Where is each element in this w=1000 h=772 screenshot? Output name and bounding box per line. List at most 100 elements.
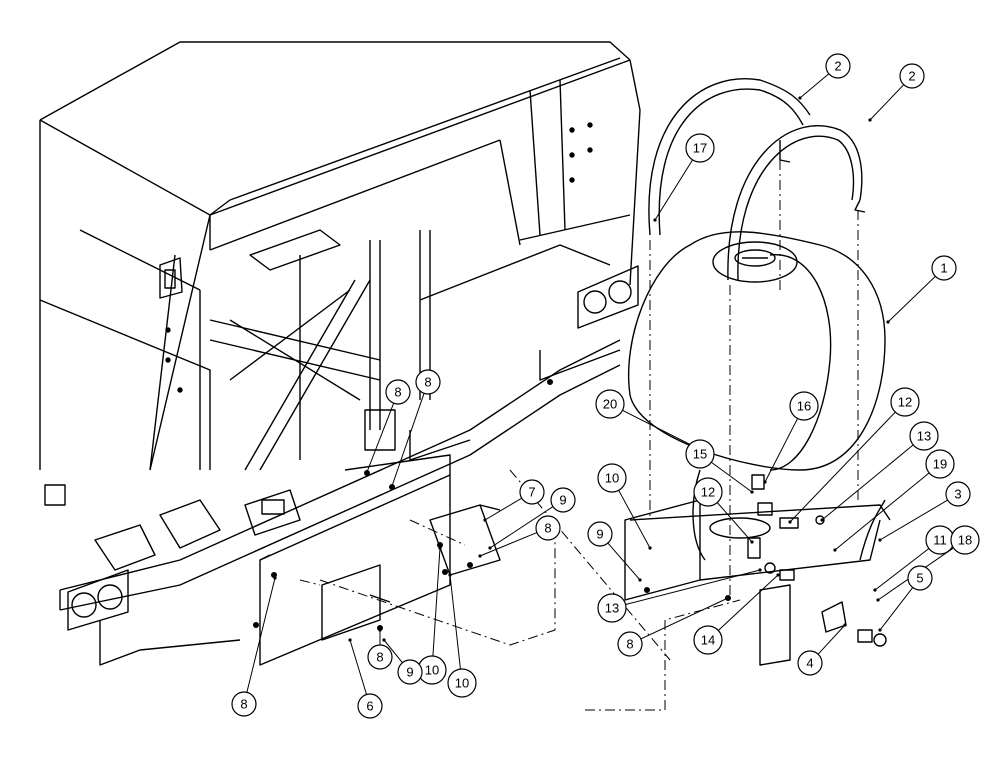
tail-light-left	[67, 569, 129, 631]
callout-number: 11	[933, 533, 947, 548]
callout-number: 8	[424, 375, 431, 390]
callout-1: 1	[886, 255, 957, 324]
callout-arrowhead	[273, 576, 277, 580]
callout-circle	[899, 63, 925, 89]
bracket-7	[429, 504, 501, 576]
callout-number: 4	[806, 656, 813, 671]
callout-circle	[945, 481, 971, 507]
fasteners	[253, 379, 731, 631]
callout-15: 15	[685, 439, 754, 494]
callout-leader	[479, 532, 538, 557]
callout-leader	[625, 569, 761, 606]
callout-circle	[587, 521, 613, 547]
alignment-lines	[299, 160, 859, 711]
callout-arrowhead	[750, 540, 754, 544]
callout-number: 8	[394, 385, 401, 400]
callout-number: 12	[898, 395, 912, 410]
callout-number: 18	[958, 533, 972, 548]
callout-number: 16	[797, 399, 811, 414]
tail-light-right	[577, 265, 639, 329]
callout-16: 16	[763, 391, 819, 484]
callout-leader	[349, 639, 367, 695]
callout-arrowhead	[348, 638, 352, 642]
callout-12b: 12	[693, 477, 754, 544]
callout-circle	[909, 421, 939, 451]
callout-circle	[519, 479, 545, 505]
callout-circle	[385, 379, 411, 405]
callout-circle	[535, 515, 561, 541]
rear-frame	[59, 339, 621, 666]
strap-1	[648, 78, 811, 236]
callout-18: 18	[876, 525, 980, 602]
callout-8f: 8	[231, 576, 277, 717]
callout-number: 10	[425, 663, 439, 678]
callout-circle	[595, 389, 625, 419]
callout-leader	[834, 472, 930, 551]
callout-arrowhead	[638, 578, 642, 582]
callout-9b: 9	[488, 487, 576, 550]
spray-tank	[628, 231, 886, 471]
callout-circle	[890, 387, 920, 417]
callout-number: 5	[916, 571, 923, 586]
callout-leader	[607, 542, 641, 581]
callout-arrowhead	[726, 596, 730, 600]
callout-9a: 9	[587, 521, 642, 582]
callout-leader	[391, 393, 425, 487]
callout-leader	[366, 403, 395, 473]
callout-circle	[447, 668, 477, 698]
callout-2a: 2	[798, 53, 851, 100]
callout-leader	[879, 499, 948, 541]
callout-arrowhead	[648, 546, 652, 550]
mount-plate-main	[259, 409, 451, 666]
callout-17: 17	[653, 133, 715, 222]
callout-2b: 2	[868, 63, 925, 122]
callout-arrowhead	[868, 118, 872, 122]
callout-circle	[931, 255, 957, 281]
callout-arrowhead	[886, 320, 890, 324]
callout-leader	[874, 548, 930, 591]
callout-circle	[367, 644, 393, 670]
callout-9c: 9	[382, 638, 423, 685]
callout-leader	[432, 547, 441, 657]
callout-19: 19	[833, 449, 955, 552]
callout-circle	[693, 625, 723, 655]
callout-leader	[879, 587, 914, 631]
callout-arrowhead	[776, 573, 780, 577]
callout-leader	[789, 411, 896, 523]
callout-arrowhead	[448, 573, 452, 577]
callout-circle	[397, 659, 423, 685]
callout-circle	[685, 133, 715, 163]
callout-leader	[717, 574, 779, 631]
callout-number: 8	[626, 637, 633, 652]
callout-circle	[231, 691, 257, 717]
callout-5: 5	[878, 565, 933, 632]
callout-circle	[907, 565, 933, 591]
callout-leader	[817, 624, 846, 655]
callout-8c: 8	[390, 369, 441, 488]
callout-20: 20	[595, 389, 707, 454]
callout-number: 8	[240, 697, 247, 712]
callout-13b: 13	[597, 568, 762, 623]
callout-number: 13	[605, 601, 619, 616]
callout-number: 2	[908, 69, 915, 84]
callout-circle	[950, 525, 980, 555]
callout-arrowhead	[378, 628, 382, 632]
callout-circle	[825, 53, 851, 79]
callout-leader	[489, 506, 554, 549]
callout-arrowhead	[833, 548, 837, 552]
callout-arrowhead	[750, 490, 754, 494]
callout-arrowhead	[483, 518, 487, 522]
callout-10a: 10	[597, 463, 652, 550]
callout-arrowhead	[878, 628, 882, 632]
callout-leader	[711, 461, 753, 493]
callout-number: 10	[605, 471, 619, 486]
callout-number: 19	[933, 457, 947, 472]
callout-circle	[415, 369, 441, 395]
callout-number: 9	[406, 665, 413, 680]
callout-leader	[821, 444, 914, 521]
callout-number: 2	[834, 59, 841, 74]
callout-13a: 13	[820, 421, 939, 522]
callout-circle	[693, 477, 723, 507]
